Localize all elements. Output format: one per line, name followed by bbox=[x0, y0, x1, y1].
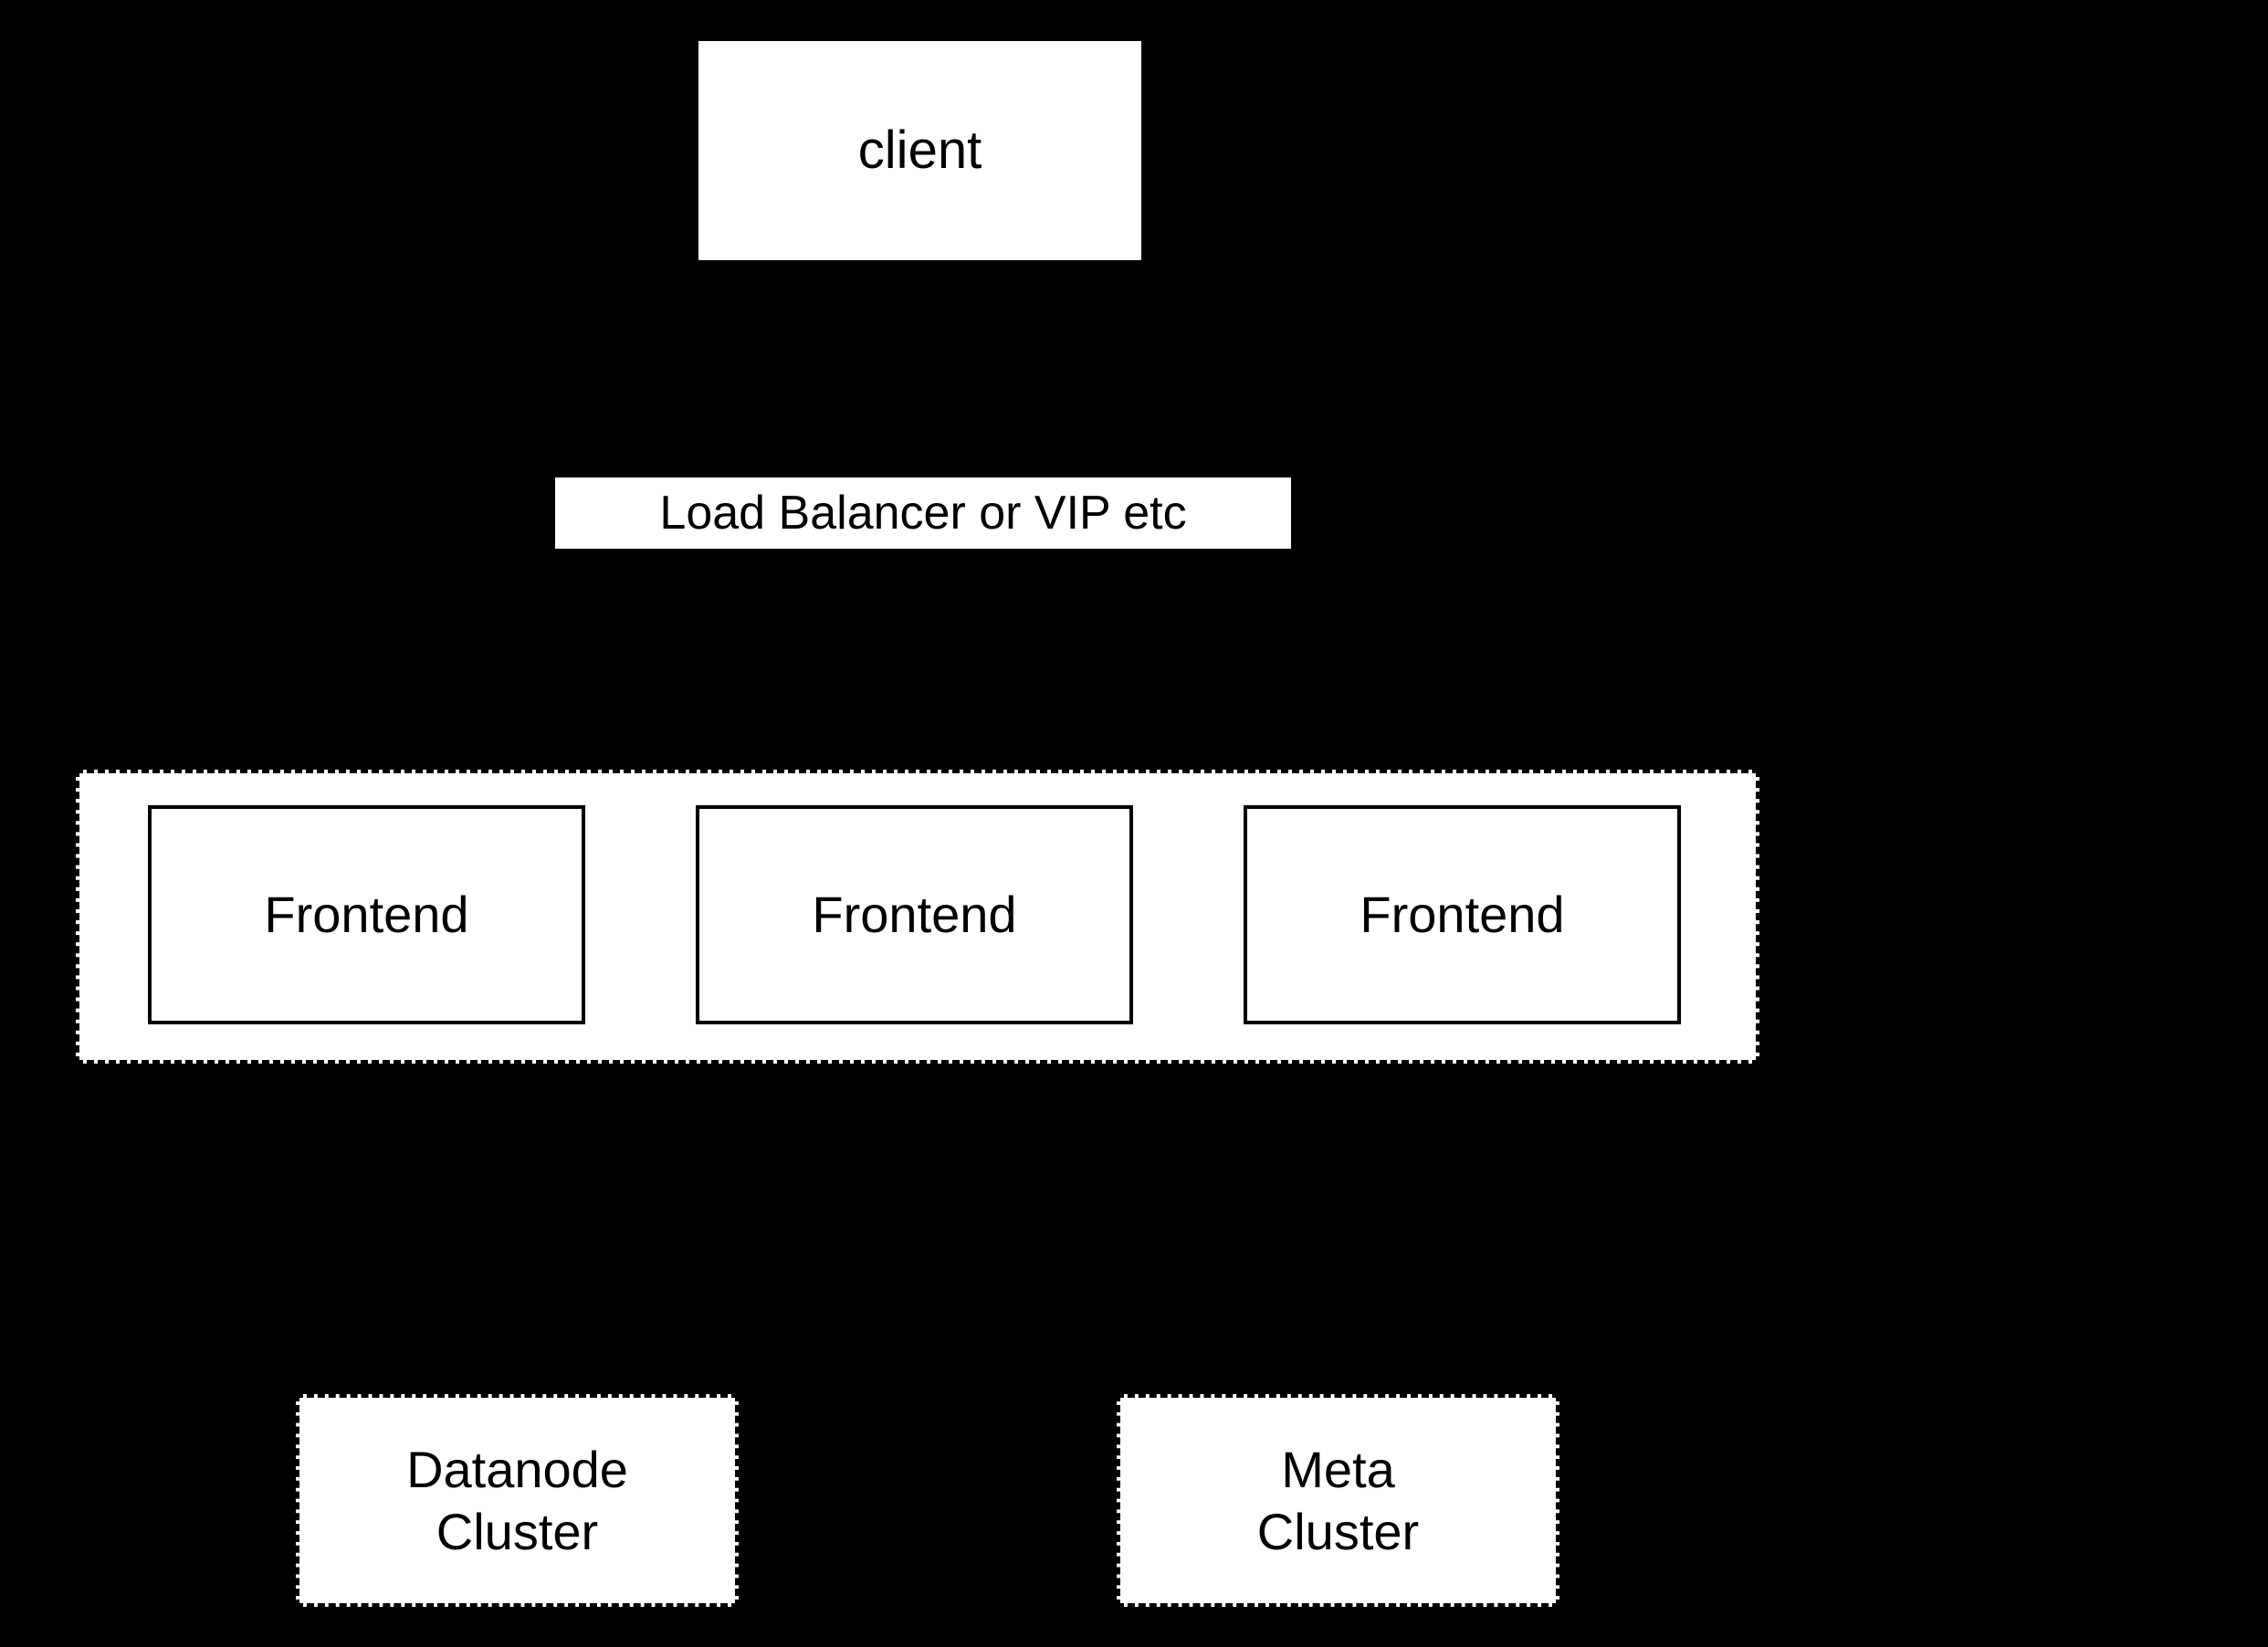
client-node: client bbox=[698, 41, 1141, 260]
datanode-cluster-node: Datanode Cluster bbox=[296, 1394, 739, 1607]
frontend-node-2: Frontend bbox=[696, 805, 1133, 1024]
client-node-label: client bbox=[857, 121, 982, 181]
frontend-node-3: Frontend bbox=[1244, 805, 1681, 1024]
frontend-node-1: Frontend bbox=[148, 805, 585, 1024]
meta-cluster-node: Meta Cluster bbox=[1117, 1394, 1559, 1607]
meta-cluster-node-label: Meta Cluster bbox=[1256, 1441, 1420, 1560]
frontend-node-3-label: Frontend bbox=[1360, 886, 1565, 944]
load-balancer-node: Load Balancer or VIP etc bbox=[555, 477, 1291, 549]
datanode-cluster-node-label: Datanode Cluster bbox=[406, 1441, 628, 1560]
frontend-node-2-label: Frontend bbox=[812, 886, 1017, 944]
frontend-node-1-label: Frontend bbox=[264, 886, 469, 944]
load-balancer-node-label: Load Balancer or VIP etc bbox=[659, 486, 1187, 540]
